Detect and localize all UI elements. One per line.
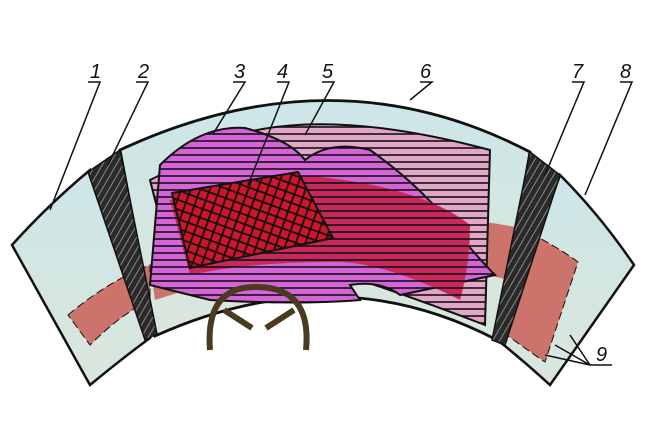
label-8: 8 [620, 61, 631, 83]
label-6: 6 [420, 61, 432, 83]
zone-4 [170, 170, 335, 270]
right-pillar-strip [491, 150, 561, 346]
leader-lines [49, 81, 634, 366]
label-1: 1 [90, 61, 101, 83]
label-2: 2 [137, 61, 149, 83]
label-7: 7 [572, 61, 584, 83]
steering-wheel-icon [206, 283, 310, 351]
label-3: 3 [234, 61, 245, 83]
left-pillar-strip [87, 148, 158, 342]
label-4: 4 [277, 61, 288, 83]
label-9: 9 [596, 344, 607, 366]
label-5: 5 [322, 61, 334, 83]
